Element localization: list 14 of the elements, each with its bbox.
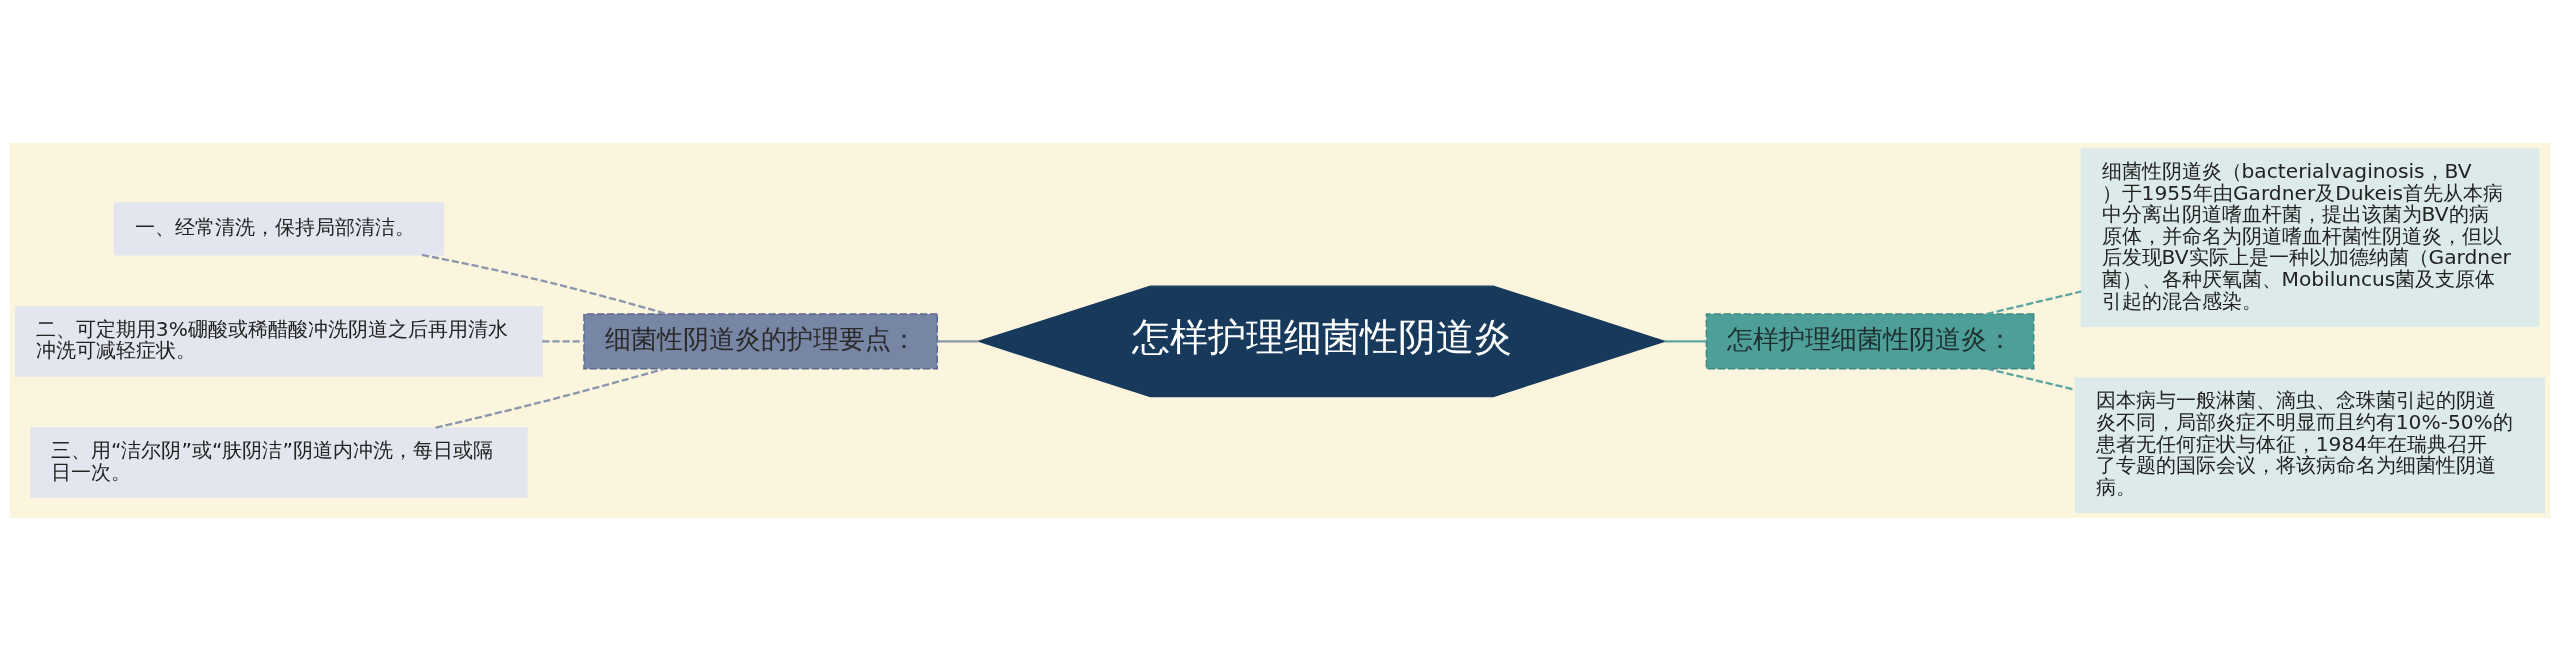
node-box: 细菌性阴道炎的护理要点： [583, 313, 939, 370]
connector [1664, 340, 1707, 343]
node-box: 因本病与一般淋菌、滴虫、念珠菌引起的阴道炎不同，局部炎症不明显而且约有10%-50%的患者无任何症状与体征，1984年在瑞典召开了专题的国际会议，将该病命名为细菌性阴道病。 [2074, 377, 2546, 513]
connector [435, 367, 665, 429]
node-box: 三、用“洁尔阴”或“肤阴洁”阴道内冲洗，每日或隔日一次。 [30, 427, 528, 498]
connector [542, 340, 584, 343]
connector [1986, 290, 2082, 316]
node-box: 怎样护理细菌性阴道炎： [1705, 313, 2035, 370]
node-box: 细菌性阴道炎（bacterialvaginosis，BV）于1955年由Gardner及Dukeis首先从本病中分离出阴道嗜血杆菌，提出该菌为BV的病原体，并命名为阴道嗜血杆菌性阴道炎，但以后发现BV实际上是一种以加德纳菌（Gardner菌）、各种厌氧菌、Mobiluncus菌及支原体引起的混合感染。 [2080, 148, 2540, 327]
node-box: 一、经常清洗，保持局部清洁。 [113, 202, 445, 256]
connector [937, 340, 979, 343]
node-box: 二、可定期用3%硼酸或稀醋酸冲洗阴道之后再用清水冲洗可减轻症状。 [14, 305, 543, 377]
connector [421, 253, 667, 315]
connector [1986, 367, 2076, 391]
